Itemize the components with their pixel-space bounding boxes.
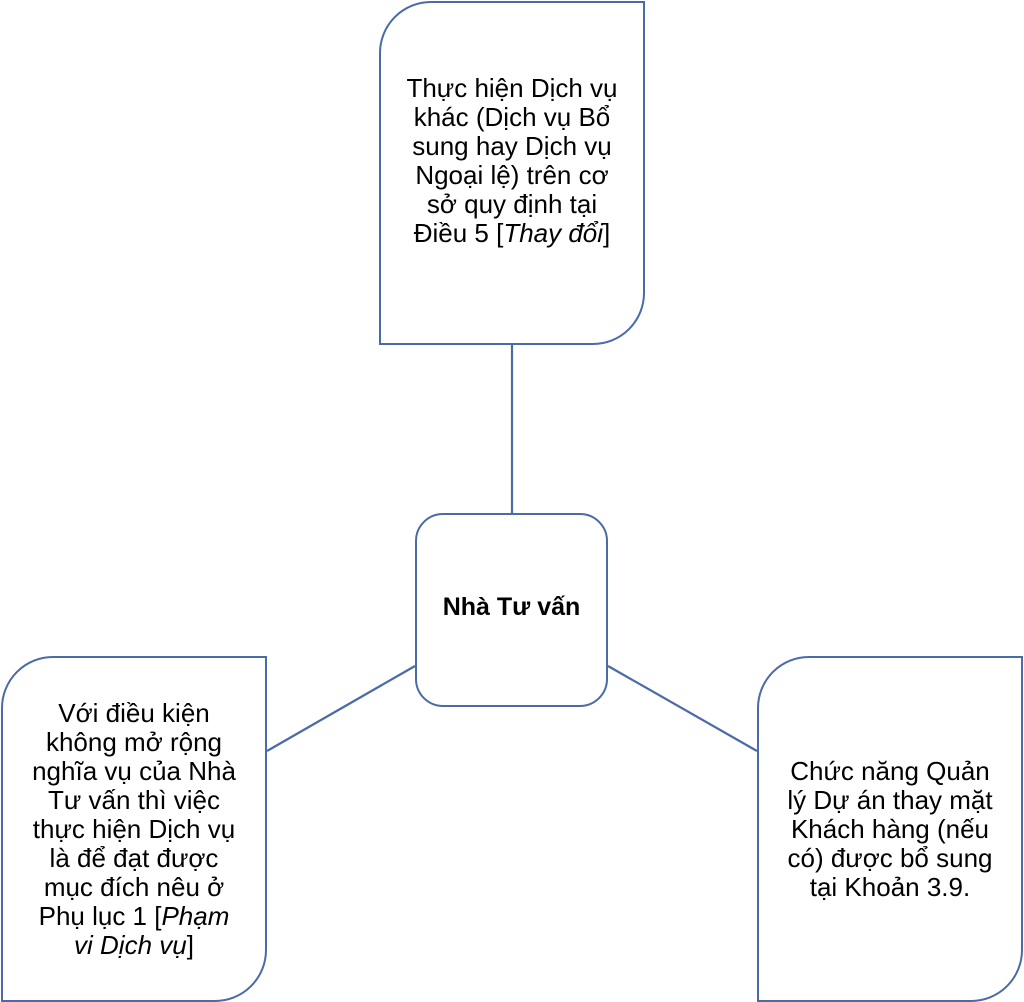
node-right-line: có) được bổ sung — [787, 842, 993, 873]
node-top-line: Ngoại lệ) trên cơ — [415, 160, 609, 190]
node-right-line: Khách hàng (nếu — [790, 813, 990, 844]
node-top-line: sở quy định tại — [426, 189, 598, 219]
node-top-line: sung hay Dịch vụ — [412, 131, 612, 161]
node-top-last-prefix: Điều 5 [ — [413, 218, 504, 248]
node-left: Với điều kiện không mở rộng nghĩa vụ của… — [1, 656, 267, 1002]
node-left-line: nghĩa vụ của Nhà — [32, 755, 236, 786]
node-top-last-italic: Thay đổi — [503, 218, 604, 248]
node-left-line: là để đạt được — [49, 842, 219, 873]
node-top-text: Thực hiện Dịch vụ khác (Dịch vụ Bổ sung … — [406, 74, 617, 248]
node-top-last-suffix: ] — [603, 218, 611, 248]
node-right-line: lý Dự án thay mặt — [787, 784, 993, 815]
node-left-line9-suffix: ] — [186, 929, 194, 960]
node-top-line: khác (Dịch vụ Bổ — [413, 102, 611, 132]
node-left-text: Với điều kiện không mở rộng nghĩa vụ của… — [32, 697, 236, 960]
node-left-line: Với điều kiện — [58, 697, 210, 728]
node-left-line8-prefix: Phụ lục 1 [ — [38, 900, 162, 931]
node-right: Chức năng Quản lý Dự án thay mặt Khách h… — [757, 656, 1023, 1002]
node-left-line9-italic: vi Dịch vụ — [74, 929, 187, 960]
node-left-line: mục đích nêu ở — [43, 871, 225, 902]
node-right-line: Chức năng Quản — [790, 755, 990, 786]
node-left-line: thực hiện Dịch vụ — [32, 813, 236, 844]
node-center: Nhà Tư vấn — [415, 513, 608, 707]
node-right-line: tại Khoản 3.9. — [809, 871, 971, 902]
connector-left — [266, 665, 416, 752]
node-left-line: Tư vấn thì việc — [47, 784, 221, 815]
node-top-line: Thực hiện Dịch vụ — [406, 73, 618, 103]
connector-right — [607, 665, 758, 752]
node-left-line8-italic: Phạm — [161, 900, 230, 931]
node-center-label: Nhà Tư vấn — [442, 592, 581, 621]
node-right-text: Chức năng Quản lý Dự án thay mặt Khách h… — [787, 755, 993, 902]
node-top: Thực hiện Dịch vụ khác (Dịch vụ Bổ sung … — [379, 1, 645, 345]
node-left-line: không mở rộng — [45, 726, 223, 757]
